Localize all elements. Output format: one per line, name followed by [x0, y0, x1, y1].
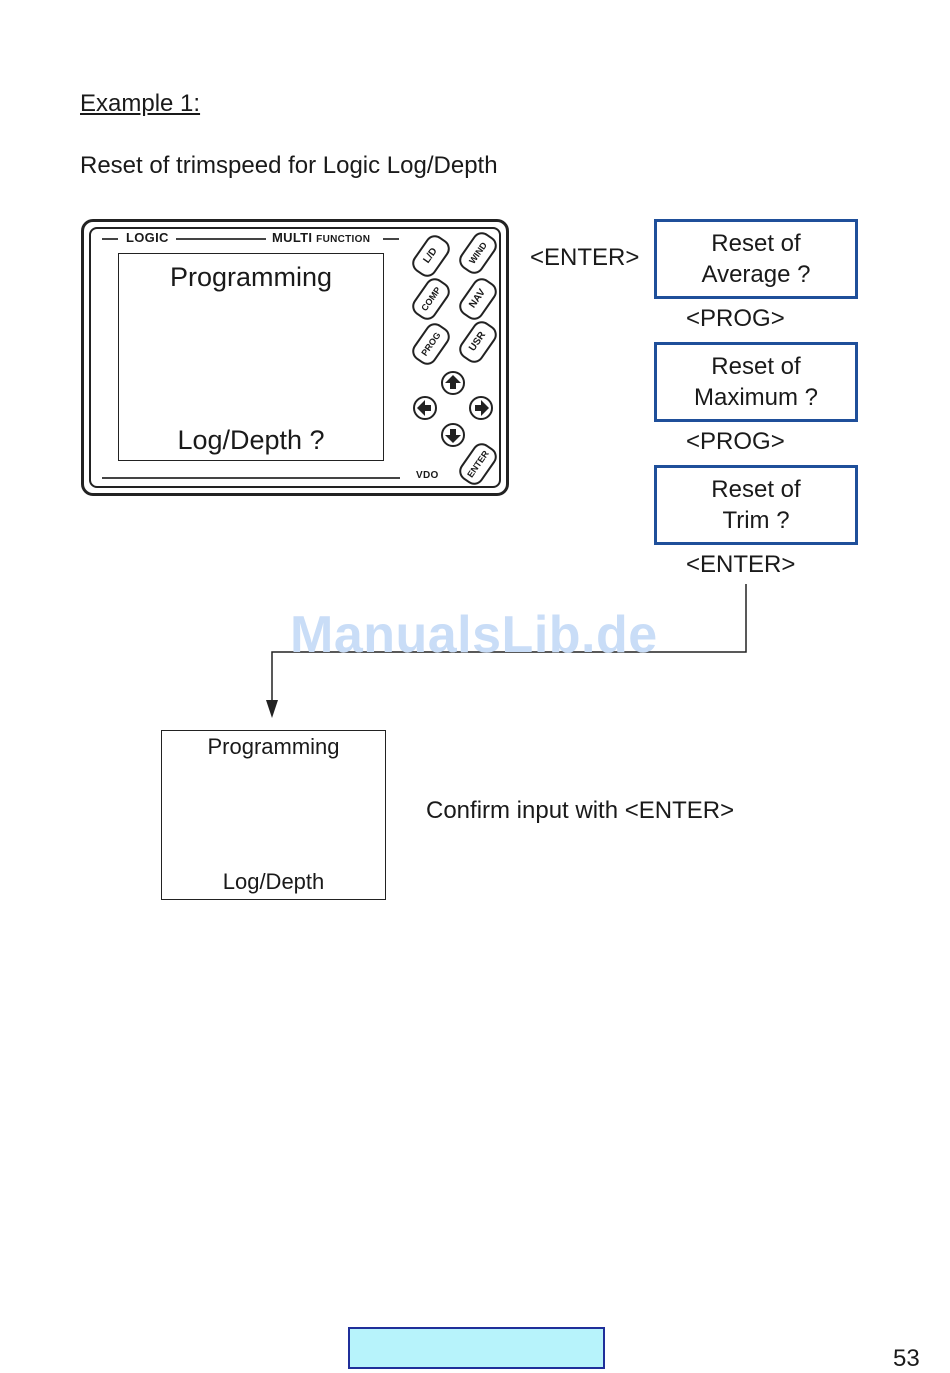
result-lcd-title: Programming: [162, 734, 385, 760]
confirm-instruction: Confirm input with <ENTER>: [426, 797, 734, 825]
page-number: 53: [893, 1345, 920, 1373]
result-lcd-screen: Programming Log/Depth: [161, 730, 386, 900]
result-lcd-bottom-text: Log/Depth: [162, 869, 385, 895]
footer-bar: [348, 1327, 605, 1369]
watermark: ManualsLib.de: [290, 605, 658, 665]
